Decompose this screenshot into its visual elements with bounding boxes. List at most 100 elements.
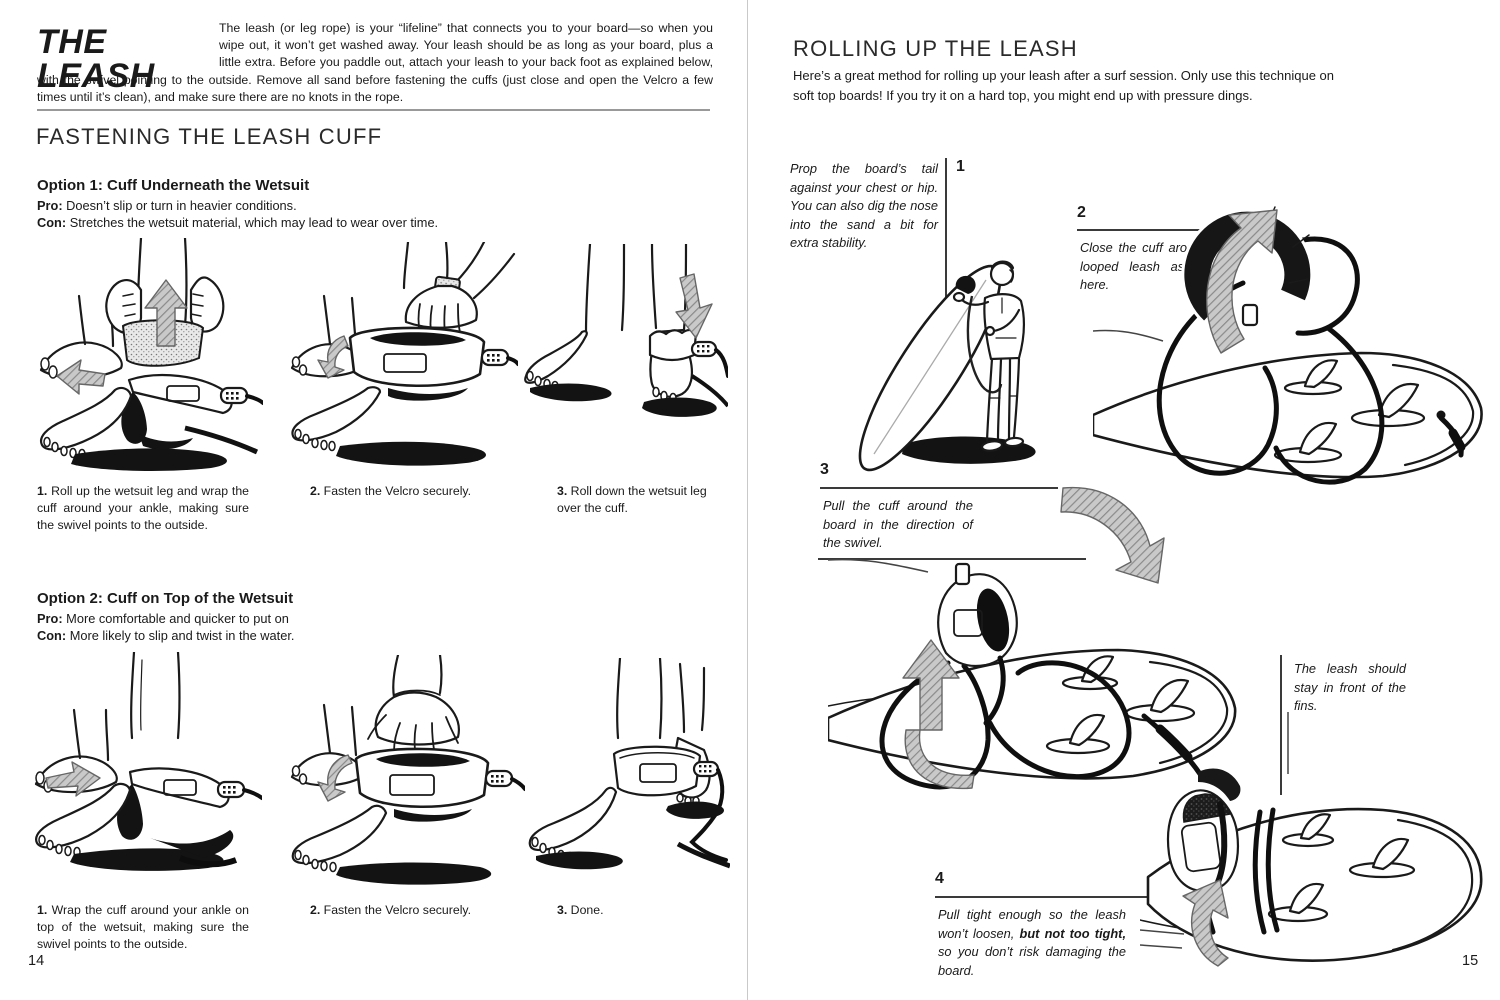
open-cuff <box>1184 211 1311 321</box>
left-foot <box>524 330 588 384</box>
caption-text: Fasten the Velcro securely. <box>320 903 472 917</box>
leash-cuff <box>128 767 230 809</box>
leash-cord <box>983 655 1006 726</box>
caption-number: 3. <box>557 903 568 917</box>
caption-text: Fasten the Velcro securely. <box>320 484 472 498</box>
caption-o1-step1: 1. Roll up the wetsuit leg and wrap the … <box>37 483 249 535</box>
swivel <box>692 760 720 778</box>
page-gutter <box>747 0 748 1000</box>
leash-rope <box>966 295 1003 394</box>
caption-text: Wrap the cuff around your ankle on top o… <box>37 903 249 952</box>
page-number-right: 15 <box>1462 953 1479 969</box>
front-foot <box>40 386 133 451</box>
rotate-arrow-icon <box>1182 879 1229 967</box>
figure-surfer-holding-board <box>852 238 1062 476</box>
caption-text: Roll down the wetsuit leg over the cuff. <box>557 484 707 516</box>
figure-roll-up-wetsuit <box>35 238 263 480</box>
caption-number: 2. <box>310 484 321 498</box>
front-foot <box>35 782 132 849</box>
leader-line <box>828 558 929 573</box>
step1-leader-line <box>945 158 947 308</box>
caption-text: Done. <box>567 903 604 917</box>
caption-number: 1. <box>37 903 48 917</box>
pressing-hand <box>404 284 478 329</box>
rotate-arrow-icon <box>1206 209 1278 354</box>
leash-loop <box>1156 280 1279 476</box>
shadow <box>71 448 227 471</box>
step3-rule <box>820 487 1058 489</box>
step4-number: 4 <box>935 870 944 887</box>
cuff-tab <box>954 562 971 586</box>
step4-caption: Pull tight enough so the leash won’t loo… <box>938 907 1126 978</box>
shadow <box>70 848 224 871</box>
leash-loop <box>1273 325 1385 485</box>
leash-cord <box>689 768 728 862</box>
option2-block: Option 2: Cuff on Top of the Wetsuit Pro… <box>37 590 467 645</box>
option2-title: Option 2: Cuff on Top of the Wetsuit <box>37 590 294 607</box>
left-arrow-icon <box>56 359 106 395</box>
pro-label: Pro: <box>37 611 63 626</box>
surfer-hand <box>984 325 996 337</box>
front-foot <box>528 786 618 852</box>
arrow-tail <box>904 729 975 790</box>
figure-done <box>528 658 730 898</box>
step1-number: 1 <box>956 158 965 175</box>
step4-rule <box>935 896 1207 898</box>
step2-rule <box>1077 229 1235 231</box>
leader-lines <box>1140 929 1185 949</box>
caption-o2-step2: 2. Fasten the Velcro securely. <box>310 902 515 919</box>
cuff-strap <box>1198 768 1241 801</box>
right-arrow-icon <box>45 761 101 797</box>
pro-text: Doesn’t slip or turn in heavier conditio… <box>62 198 297 213</box>
rolling-intro: Here’s a great method for rolling up you… <box>793 68 1334 103</box>
up-arrow-icon <box>144 279 188 347</box>
page-title: THE LEASH <box>37 23 155 95</box>
step2-number: 2 <box>1077 204 1086 221</box>
fin <box>1124 678 1196 723</box>
caption-text: Roll up the wetsuit leg and wrap the cuf… <box>37 484 249 533</box>
cuff-under-wetsuit <box>648 328 698 362</box>
caption-o1-step3: 3. Roll down the wetsuit leg over the cu… <box>557 483 707 517</box>
figure-roll-down-wetsuit <box>524 244 728 480</box>
fin <box>1348 837 1416 879</box>
caption-number: 2. <box>310 903 321 917</box>
caption-o2-step1: 1. Wrap the cuff around your ankle on to… <box>37 902 249 954</box>
velcro-patch <box>1182 793 1231 823</box>
caption-o1-step2: 2. Fasten the Velcro securely. <box>310 483 515 500</box>
swivel <box>484 769 514 788</box>
caption-number: 3. <box>557 484 568 498</box>
section-title-fastening: FASTENING THE LEASH CUFF <box>36 124 383 149</box>
con-text: More likely to slip and twist in the wat… <box>66 628 295 644</box>
leader-line <box>1093 329 1164 342</box>
option2-pro: Pro: More comfortable and quicker to put… <box>37 610 467 627</box>
intro-paragraph: The leash (or leg rope) is your “lifelin… <box>37 21 713 104</box>
surfer-head <box>989 261 1015 287</box>
fin <box>1267 882 1329 923</box>
fin <box>1273 421 1343 464</box>
step3-caption: Pull the cuff around the board in the di… <box>823 498 973 551</box>
figure-wrap-on-top <box>30 652 262 898</box>
surfer-foot <box>980 440 1004 452</box>
fins-note: The leash should stay in front of the fi… <box>1294 661 1406 714</box>
swivel <box>480 348 510 367</box>
leash-cord <box>506 356 518 366</box>
cuff-opening <box>976 588 1010 652</box>
leash-cord <box>245 394 263 405</box>
page-number-left: 14 <box>28 953 45 969</box>
shadow <box>336 441 486 466</box>
fin <box>1281 813 1335 848</box>
leash-cord <box>510 777 525 791</box>
step3-leader-rule <box>818 558 1086 560</box>
swivel <box>690 340 718 358</box>
rolled-leash-coil <box>955 275 976 294</box>
shadow <box>536 851 623 870</box>
fin <box>1283 359 1343 396</box>
surfer-foot <box>1003 436 1025 448</box>
shadow <box>336 862 492 885</box>
option1-pro: Pro: Doesn’t slip or turn in heavier con… <box>37 197 467 214</box>
step1-caption: Prop the board’s tail against your chest… <box>790 161 938 251</box>
fin <box>1350 382 1426 428</box>
leash-loop <box>1295 236 1360 336</box>
left-page-header: THE LEASH The leash (or leg rope) is you… <box>37 20 713 106</box>
